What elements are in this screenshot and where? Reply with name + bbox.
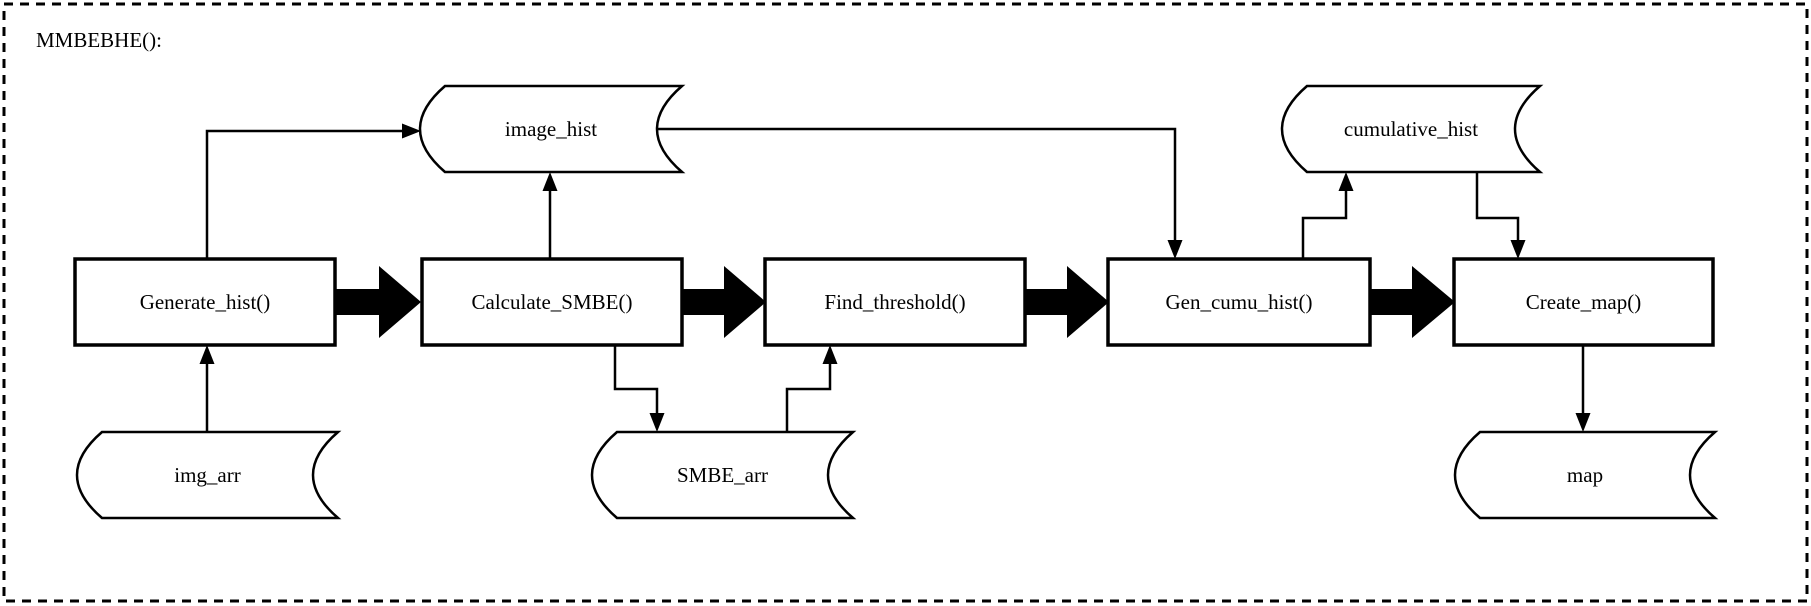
data-node-image-hist [418, 84, 686, 174]
flow-arrow-1 [334, 266, 421, 338]
process-node-gen-cumu-hist [1106, 257, 1372, 347]
process-node-calculate-smbe [420, 257, 684, 347]
process-node-find-threshold [763, 257, 1027, 347]
process-node-generate-hist [73, 257, 337, 347]
process-node-create-map [1452, 257, 1715, 347]
connector-lines [205, 127, 1585, 432]
arrowhead-into-map-top [1575, 413, 1591, 432]
arrowhead-into-find-threshold-bottom [822, 345, 838, 364]
arrowhead-into-gen-cumu-hist-top [1167, 240, 1183, 259]
data-node-smbe-arr [590, 430, 857, 520]
flow-arrow-2 [681, 266, 766, 338]
connector-calculate-smbe-to-smbe-arr [613, 345, 659, 414]
arrowhead-into-generate-hist-bottom [199, 345, 215, 364]
connector-smbe-arr-to-find-threshold [785, 363, 832, 432]
connector-image-hist-to-gen-cumu-hist [657, 127, 1177, 241]
connector-cumulative-hist-to-create-map [1475, 172, 1520, 241]
arrowhead-into-image-hist-left [402, 123, 421, 139]
process-boxes [73, 257, 1715, 347]
data-shapes [75, 84, 1719, 520]
connector-gen-cumu-hist-to-cumulative-hist [1301, 190, 1348, 259]
diagram-title: MMBEBHE(): [36, 28, 162, 52]
flow-arrow-4 [1369, 266, 1455, 338]
arrowhead-into-create-map-top [1510, 240, 1526, 259]
data-node-img-arr [75, 430, 342, 520]
connector-generate-hist-to-image-hist [205, 129, 403, 259]
arrowhead-into-cumulative-hist-bottom [1338, 172, 1354, 191]
data-node-map [1453, 430, 1719, 520]
connector-arrowheads [199, 123, 1591, 432]
arrowhead-into-smbe-arr-top [649, 413, 665, 432]
flow-arrows [334, 266, 1455, 338]
flow-arrow-3 [1024, 266, 1109, 338]
data-node-cumulative-hist [1280, 84, 1544, 174]
arrowhead-into-image-hist-bottom [542, 172, 558, 191]
